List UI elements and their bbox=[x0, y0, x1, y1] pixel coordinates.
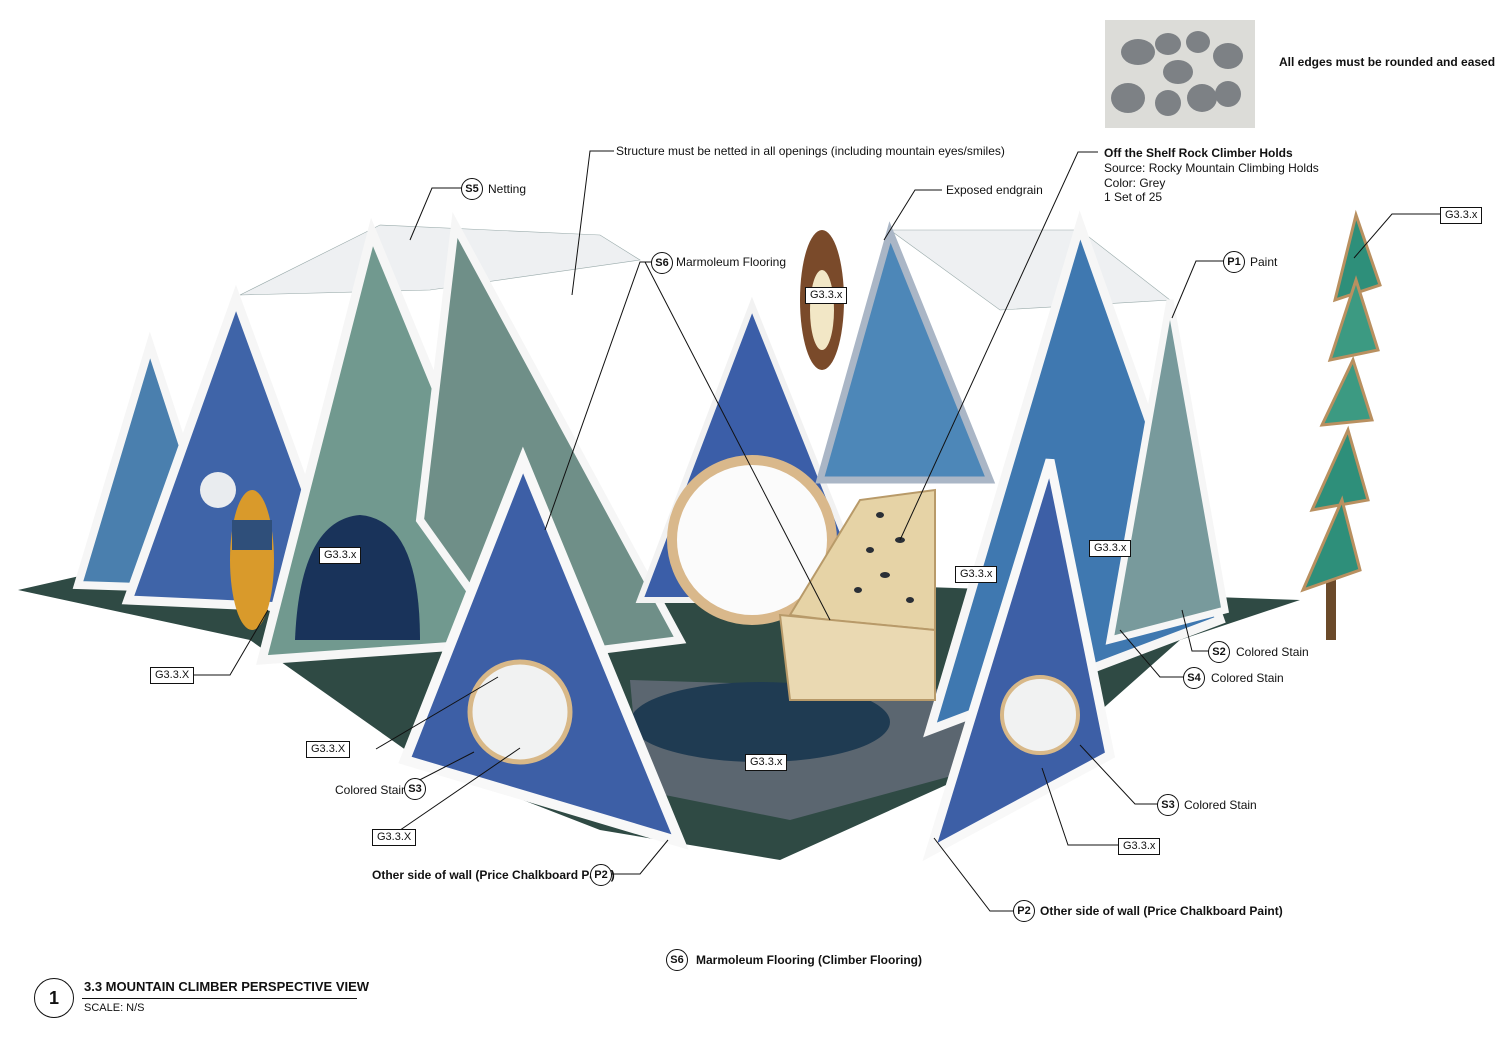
tree-graphic-tag: G3.3.x bbox=[1440, 207, 1483, 224]
reader-cat-graphic-tag: G3.3.X bbox=[306, 741, 351, 758]
p2-left-code-circle: P2 bbox=[590, 864, 612, 886]
s3-right-label: Colored Stain bbox=[1184, 798, 1257, 812]
cat-figure bbox=[230, 490, 274, 630]
netting-roof bbox=[239, 224, 641, 296]
climbing-holds-photo bbox=[1105, 20, 1255, 128]
mountain-right-back bbox=[815, 221, 996, 484]
s2-label: Colored Stain bbox=[1236, 645, 1309, 659]
netted-openings-label: Structure must be netted in all openings… bbox=[616, 144, 1005, 158]
window-cat-graphic-tag: G3.3.x bbox=[1118, 838, 1161, 855]
side-window bbox=[1000, 675, 1080, 755]
title-divider bbox=[82, 998, 357, 999]
drawing-scale: SCALE: N/S bbox=[84, 1002, 145, 1014]
holds-set: 1 Set of 25 bbox=[1104, 190, 1163, 204]
endgrain-label: Exposed endgrain bbox=[946, 183, 1043, 197]
netting-label: Netting bbox=[488, 182, 527, 196]
s4-label: Colored Stain bbox=[1211, 671, 1284, 685]
pond-graphic-tag: G3.3.x bbox=[745, 754, 788, 771]
climbing-ramp bbox=[778, 613, 936, 701]
tree-cutout bbox=[1300, 209, 1382, 640]
s6-code-circle: S6 bbox=[651, 252, 673, 274]
pond bbox=[630, 682, 890, 762]
drawing-number: 1 bbox=[34, 978, 74, 1018]
front-window bbox=[467, 659, 573, 765]
leader-lines bbox=[192, 150, 1442, 912]
marmoleum-label: Marmoleum Flooring bbox=[676, 255, 787, 269]
climbing-holds bbox=[854, 512, 914, 603]
s4-code-circle: S4 bbox=[1183, 667, 1205, 689]
p1-code-circle: P1 bbox=[1223, 251, 1245, 273]
s3-left-code-circle: S3 bbox=[404, 778, 426, 800]
mountain-front-right bbox=[922, 458, 1116, 862]
holds-color: Color: Grey bbox=[1104, 176, 1166, 190]
paint-label: Paint bbox=[1250, 255, 1278, 269]
s2-code-circle: S2 bbox=[1208, 641, 1230, 663]
mountain-far-right bbox=[1105, 299, 1230, 645]
p2-left-label: Other side of wall (Price Chalkboard Pai… bbox=[372, 868, 615, 882]
drawing-title: 3.3 MOUNTAIN CLIMBER PERSPECTIVE VIEW bbox=[84, 979, 370, 994]
holds-title: Off the Shelf Rock Climber Holds bbox=[1104, 146, 1293, 160]
cat-graphic-tag: G3.3.X bbox=[150, 667, 195, 684]
owl-graphic-tag: G3.3.x bbox=[805, 287, 848, 304]
cloud-graphic-tag: G3.3.x bbox=[1089, 540, 1132, 557]
p2-right-label: Other side of wall (Price Chalkboard Pai… bbox=[1040, 904, 1283, 918]
rounded-edges-note: All edges must be rounded and eased bbox=[1279, 55, 1496, 69]
eye-opening bbox=[200, 472, 236, 508]
netting-roof-right bbox=[889, 229, 1171, 311]
mountain-front-left bbox=[398, 446, 689, 850]
round-window bbox=[667, 455, 837, 625]
s3-right-code-circle: S3 bbox=[1157, 794, 1179, 816]
cave-opening bbox=[295, 515, 420, 640]
p2-right-code-circle: P2 bbox=[1013, 900, 1035, 922]
floor-label: Marmoleum Flooring (Climber Flooring) bbox=[696, 953, 922, 967]
holds-source: Source: Rocky Mountain Climbing Holds bbox=[1104, 161, 1319, 175]
s5-code-circle: S5 bbox=[461, 178, 483, 200]
front-cat-graphic-tag: G3.3.X bbox=[372, 829, 417, 846]
right-cat-graphic-tag: G3.3.x bbox=[955, 566, 998, 583]
cave-graphic-tag: G3.3.x bbox=[319, 547, 362, 564]
floor-code-circle: S6 bbox=[666, 949, 688, 971]
s3-left-label: Colored Stain bbox=[335, 783, 408, 797]
